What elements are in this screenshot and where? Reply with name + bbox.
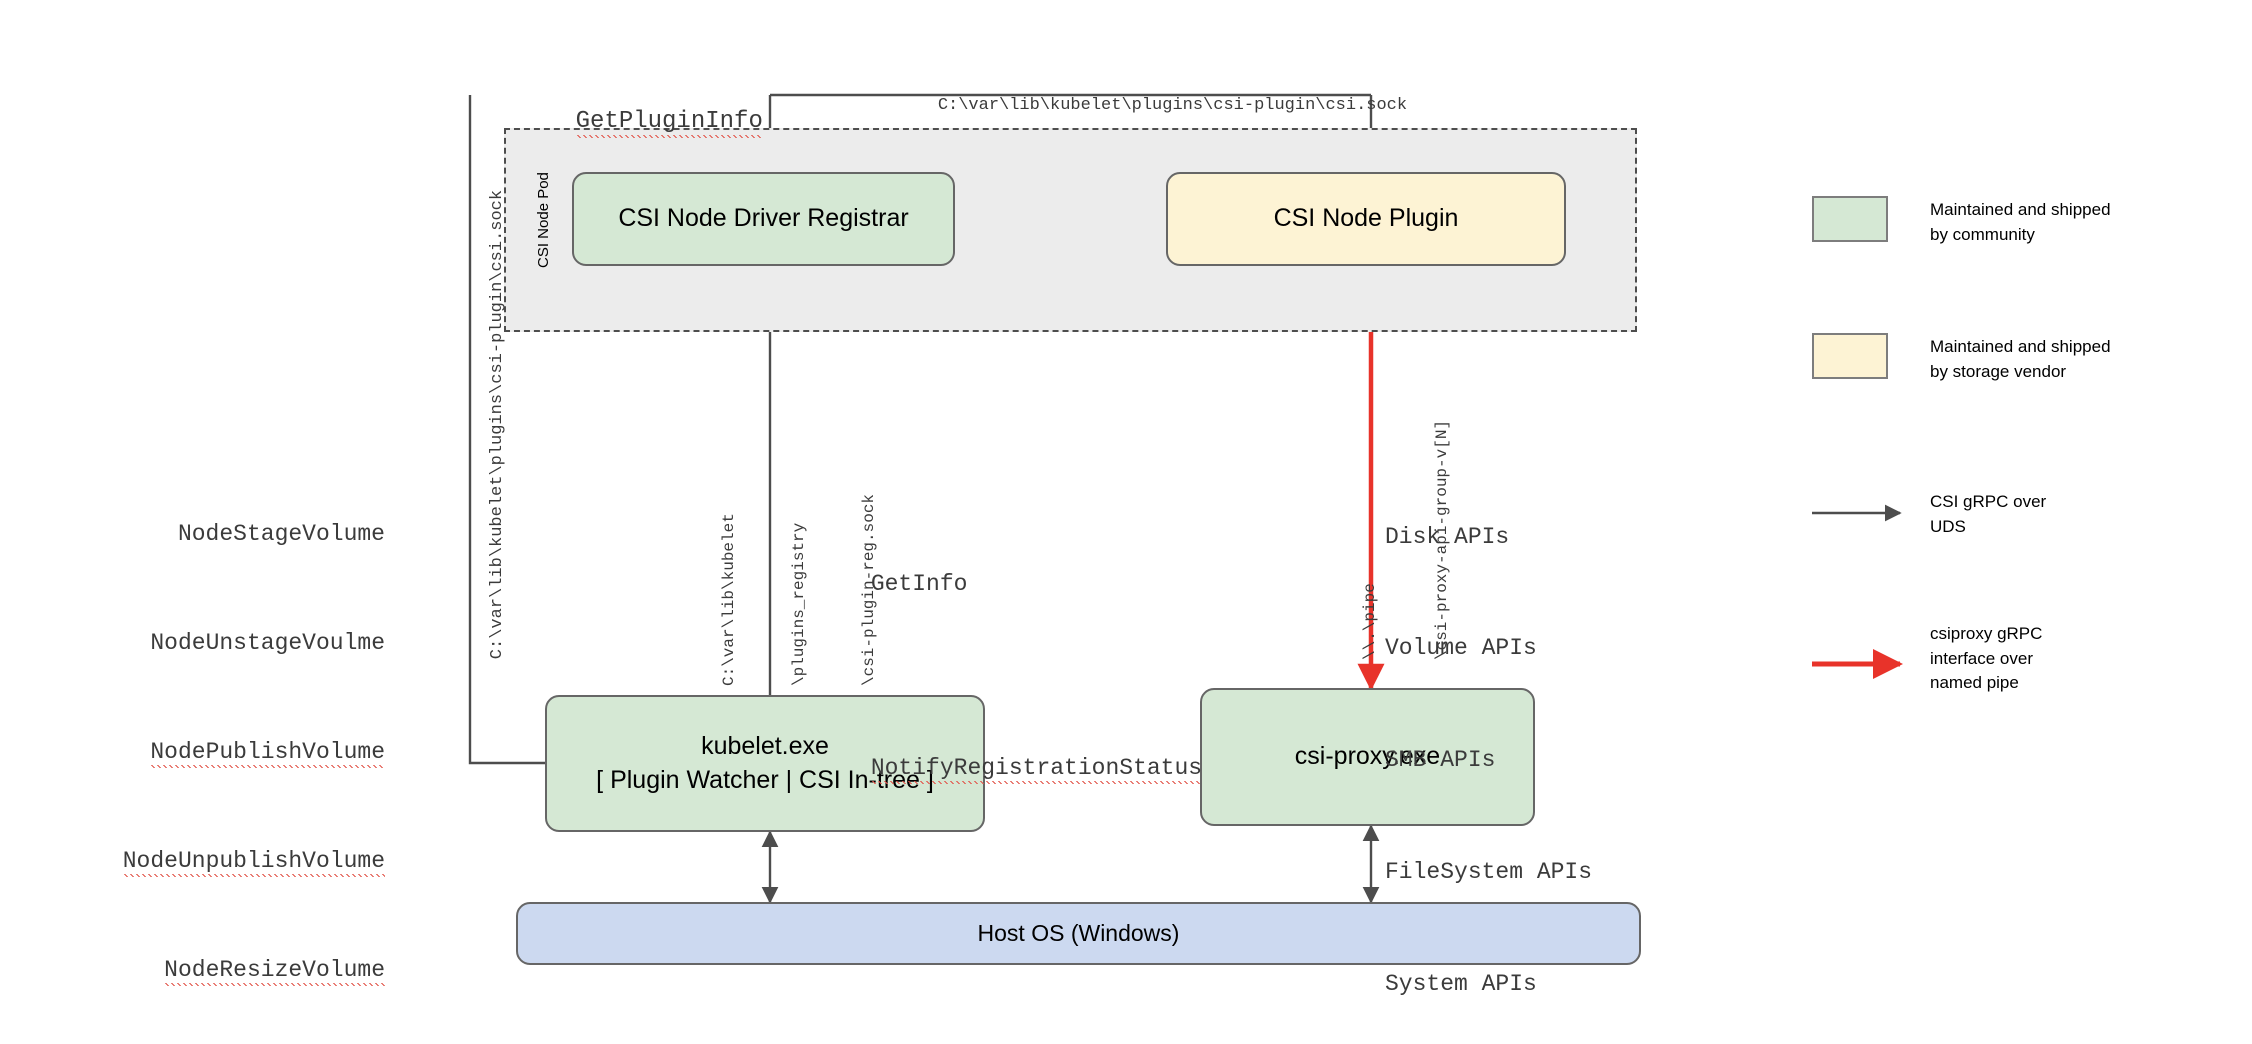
api-item-text: System APIs bbox=[1385, 970, 1537, 997]
node-label-line1: CSI Node Plugin bbox=[1273, 204, 1459, 233]
api-item: Disk APIs bbox=[1385, 519, 1592, 556]
rpc-item-text: NodeUnstageVoulme bbox=[150, 629, 385, 656]
legend-text-csi-grpc-uds: CSI gRPC over UDS bbox=[1930, 492, 2047, 536]
rpc-item: NodeUnpublishVolume bbox=[60, 843, 385, 879]
rpc-item-text: NodePublishVolume bbox=[150, 738, 385, 768]
label-csi-sock-path-top: C:\var\lib\kubelet\plugins\csi-plugin\cs… bbox=[897, 67, 1407, 144]
legend-text-vendor: Maintained and shipped by storage vendor bbox=[1930, 337, 2111, 381]
legend-swatch-community bbox=[1812, 196, 1888, 242]
legend-swatch-vendor bbox=[1812, 333, 1888, 379]
named-pipe-line-1: \\.\pipe bbox=[1361, 583, 1379, 660]
registrar-call-0-text: GetInfo bbox=[870, 571, 968, 598]
label-csi-node-rpcs: NodeStageVolume NodeUnstageVoulme NodePu… bbox=[60, 443, 385, 1044]
node-host-os[interactable]: Host OS (Windows) bbox=[516, 902, 1641, 965]
legend-text-csiproxy-grpc-pipe: csiproxy gRPC interface over named pipe bbox=[1930, 624, 2043, 693]
node-kubelet-exe[interactable]: kubelet.exe [ Plugin Watcher | CSI In-tr… bbox=[545, 695, 985, 832]
registrar-call-0: GetInfo bbox=[788, 530, 1202, 640]
api-item-text: Volume APIs bbox=[1385, 635, 1537, 662]
label-csi-sock-path-top-text: C:\var\lib\kubelet\plugins\csi-plugin\cs… bbox=[937, 95, 1408, 115]
rpc-item-text: NodeUnpublishVolume bbox=[122, 847, 385, 877]
label-registrar-calls: GetInfo NotifyRegistrationStatus bbox=[788, 456, 1203, 898]
registry-path-line-1: C:\var\lib\kubelet bbox=[720, 513, 739, 686]
rpc-item-text: NodeResizeVolume bbox=[164, 956, 385, 986]
node-csi-node-driver-registrar[interactable]: CSI Node Driver Registrar bbox=[572, 172, 955, 266]
legend-text-community: Maintained and shipped by community bbox=[1930, 200, 2111, 244]
registrar-call-1: NotifyRegistrationStatus bbox=[788, 714, 1203, 824]
rpc-item: NodePublishVolume bbox=[60, 734, 385, 770]
api-item: Volume APIs bbox=[1385, 630, 1592, 667]
api-item-text: FileSystem APIs bbox=[1385, 858, 1593, 885]
registrar-call-1-text: NotifyRegistrationStatus bbox=[870, 755, 1203, 785]
api-item-text: Disk APIs bbox=[1385, 523, 1510, 550]
node-label-line1: CSI Node Driver Registrar bbox=[618, 204, 909, 233]
rpc-item: NodeStageVolume bbox=[60, 516, 385, 552]
node-csi-proxy-exe[interactable]: csi-proxy.exe bbox=[1200, 688, 1535, 826]
label-csi-proxy-apis: Disk APIs Volume APIs SMB APIs FileSyste… bbox=[1385, 444, 1592, 1044]
rpc-item: NodeResizeVolume bbox=[60, 952, 385, 988]
label-get-plugin-info: GetPluginInfo bbox=[518, 68, 763, 177]
rpc-item: NodeUnstageVoulme bbox=[60, 625, 385, 661]
api-item-text: SMB APIs bbox=[1385, 747, 1496, 773]
node-csi-node-plugin[interactable]: CSI Node Plugin bbox=[1166, 172, 1566, 266]
label-csi-sock-path-vertical: C:\var\lib\kubelet\plugins\csi-plugin\cs… bbox=[459, 190, 536, 700]
node-label-line1: kubelet.exe bbox=[701, 731, 829, 760]
label-get-plugin-info-text: GetPluginInfo bbox=[575, 108, 763, 139]
api-item: System APIs bbox=[1385, 966, 1592, 1003]
node-label-line1: csi-proxy.exe bbox=[1294, 742, 1441, 771]
rpc-item-text: NodeStageVolume bbox=[177, 520, 385, 547]
csi-node-pod-label: CSI Node Pod bbox=[535, 172, 552, 268]
label-csi-sock-path-vertical-text: C:\var\lib\kubelet\plugins\csi-plugin\cs… bbox=[487, 189, 507, 660]
node-label-line1: Host OS (Windows) bbox=[977, 919, 1180, 946]
api-item: FileSystem APIs bbox=[1385, 854, 1592, 891]
api-item: SMB APIs bbox=[1385, 742, 1592, 779]
